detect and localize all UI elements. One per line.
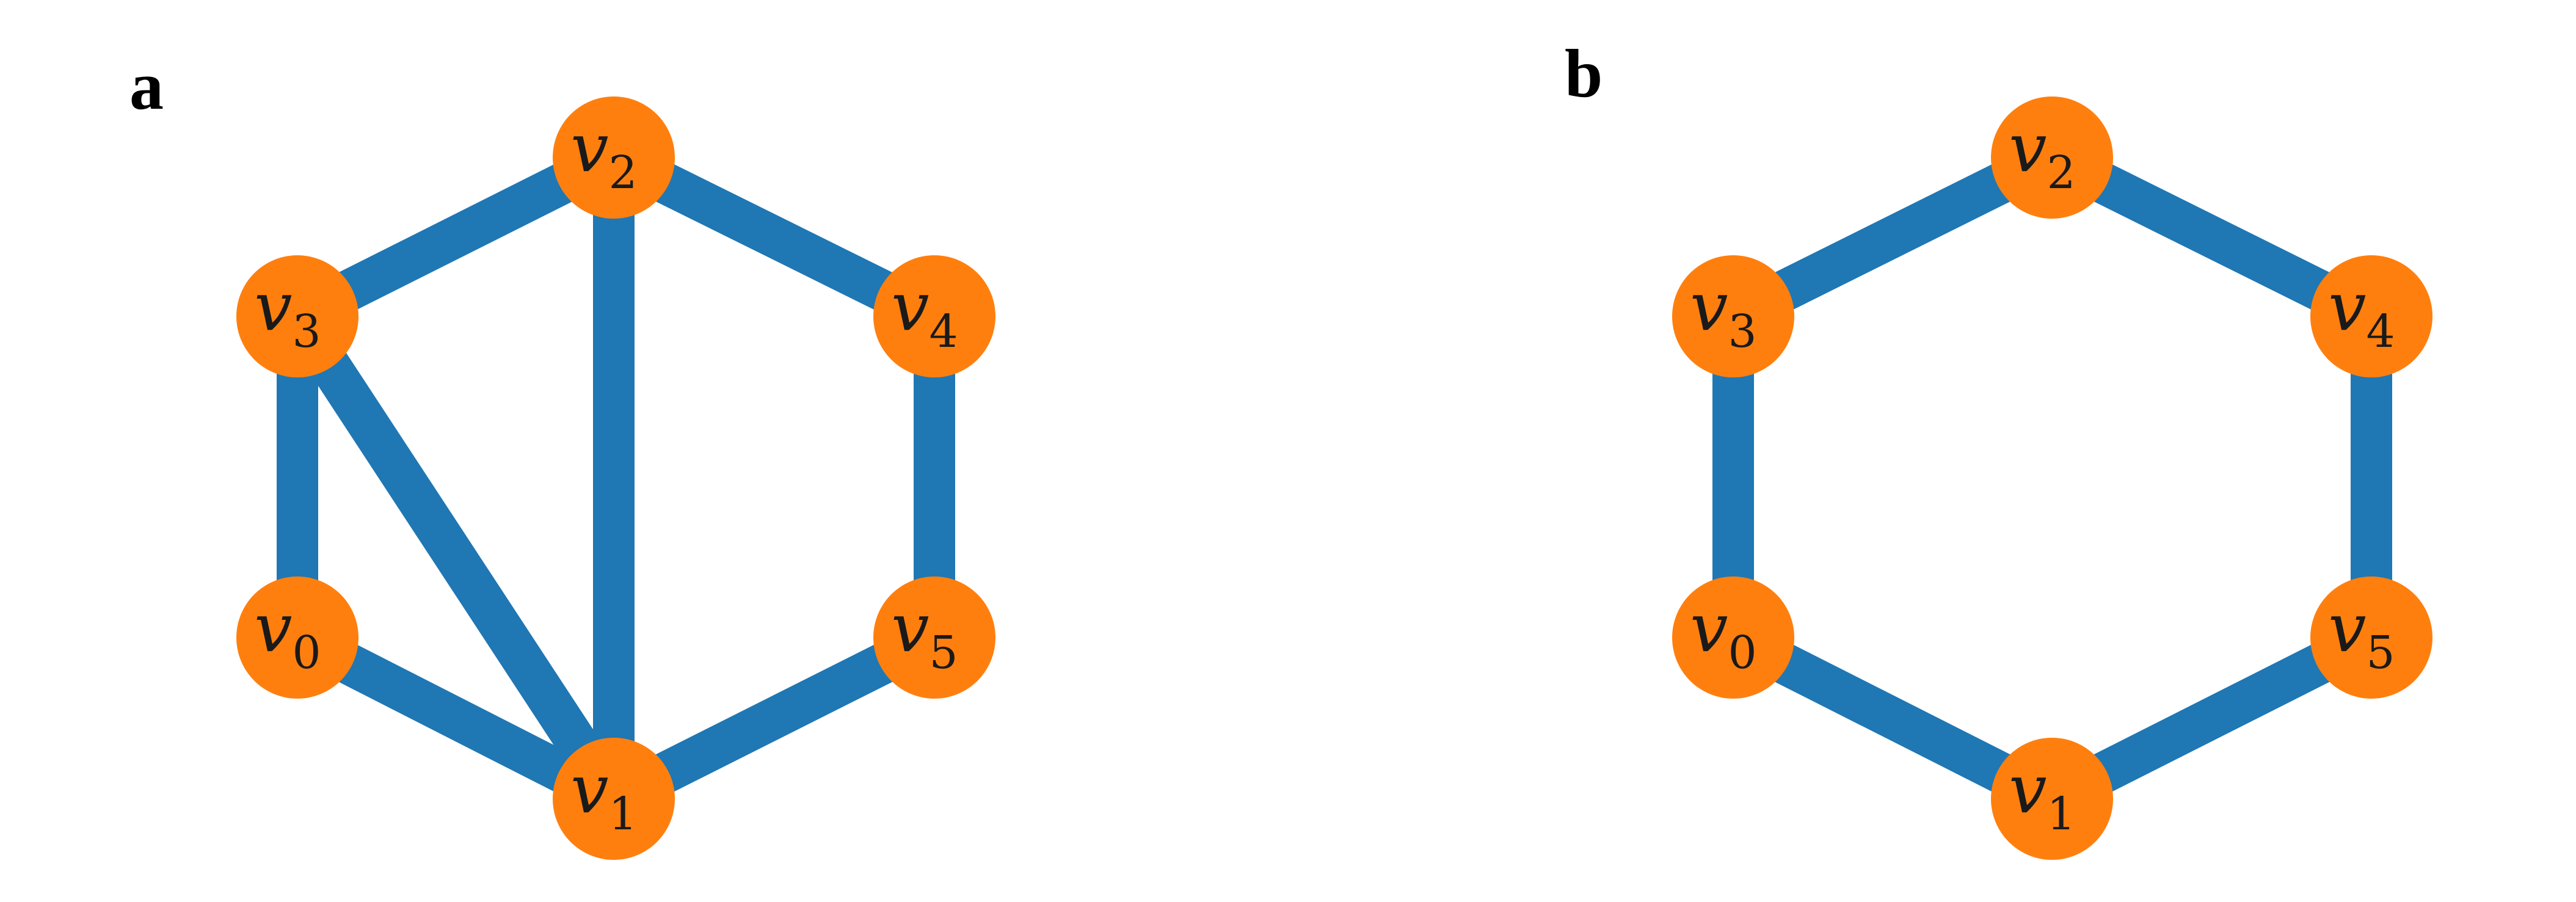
node-label-subscript: 1 <box>609 788 638 840</box>
node-circle-v5 <box>873 576 995 699</box>
node-label-subscript: 5 <box>930 627 958 679</box>
node-label-v4: v4 <box>891 267 958 358</box>
node-label-v0: v0 <box>1690 589 1756 679</box>
node-v5: v5 <box>2310 576 2432 699</box>
panel-a-edges <box>277 139 955 818</box>
node-label-subscript: 2 <box>609 147 638 199</box>
node-label-subscript: 4 <box>2367 305 2395 358</box>
node-circle-v5 <box>2310 576 2432 699</box>
panel-label-a: a <box>129 48 164 124</box>
node-circle-v1 <box>1991 738 2113 860</box>
node-label-v0: v0 <box>254 589 321 679</box>
node-label-base: v <box>570 750 608 828</box>
node-circle-v0 <box>1672 576 1794 699</box>
node-label-base: v <box>1690 589 1728 667</box>
node-circle-v0 <box>236 576 358 699</box>
node-label-base: v <box>2328 589 2366 667</box>
node-label-base: v <box>891 589 929 667</box>
node-v0: v0 <box>236 576 358 699</box>
node-label-base: v <box>254 589 292 667</box>
node-v4: v4 <box>2310 255 2432 377</box>
node-label-base: v <box>2009 109 2047 187</box>
node-label-base: v <box>1690 267 1728 346</box>
node-label-subscript: 1 <box>2047 788 2076 840</box>
node-v5: v5 <box>873 576 995 699</box>
edge-v3-v1 <box>280 305 631 810</box>
node-label-v2: v2 <box>570 109 637 199</box>
node-label-base: v <box>2328 267 2366 346</box>
node-v1: v1 <box>1991 738 2113 860</box>
node-label-subscript: 3 <box>1728 305 1757 358</box>
node-label-subscript: 0 <box>293 627 321 679</box>
node-circle-v3 <box>236 255 358 377</box>
node-v2: v2 <box>1991 96 2113 219</box>
node-label-v4: v4 <box>2328 267 2395 358</box>
node-label-v5: v5 <box>2328 589 2395 679</box>
node-label-v1: v1 <box>570 750 637 840</box>
node-v1: v1 <box>553 738 675 860</box>
node-label-subscript: 0 <box>1728 627 1757 679</box>
node-circle-v4 <box>873 255 995 377</box>
node-label-v2: v2 <box>2009 109 2075 199</box>
node-label-v3: v3 <box>254 267 321 358</box>
node-label-v3: v3 <box>1690 267 1756 358</box>
node-v3: v3 <box>1672 255 1794 377</box>
node-label-base: v <box>891 267 929 346</box>
node-circle-v1 <box>553 738 675 860</box>
node-label-v1: v1 <box>2009 750 2075 840</box>
node-circle-v3 <box>1672 255 1794 377</box>
node-circle-v4 <box>2310 255 2432 377</box>
node-label-v5: v5 <box>891 589 958 679</box>
node-v2: v2 <box>553 96 675 219</box>
node-v3: v3 <box>236 255 358 377</box>
node-label-subscript: 3 <box>293 305 321 358</box>
node-label-base: v <box>570 109 608 187</box>
node-v4: v4 <box>873 255 995 377</box>
panel-b-edges <box>1712 139 2392 818</box>
node-label-base: v <box>254 267 292 346</box>
node-v0: v0 <box>1672 576 1794 699</box>
node-circle-v2 <box>553 96 675 219</box>
node-label-subscript: 4 <box>930 305 958 358</box>
node-circle-v2 <box>1991 96 2113 219</box>
panel-label-b: b <box>1565 36 1603 112</box>
node-label-subscript: 5 <box>2367 627 2395 679</box>
node-label-base: v <box>2009 750 2047 828</box>
node-label-subscript: 2 <box>2047 147 2076 199</box>
